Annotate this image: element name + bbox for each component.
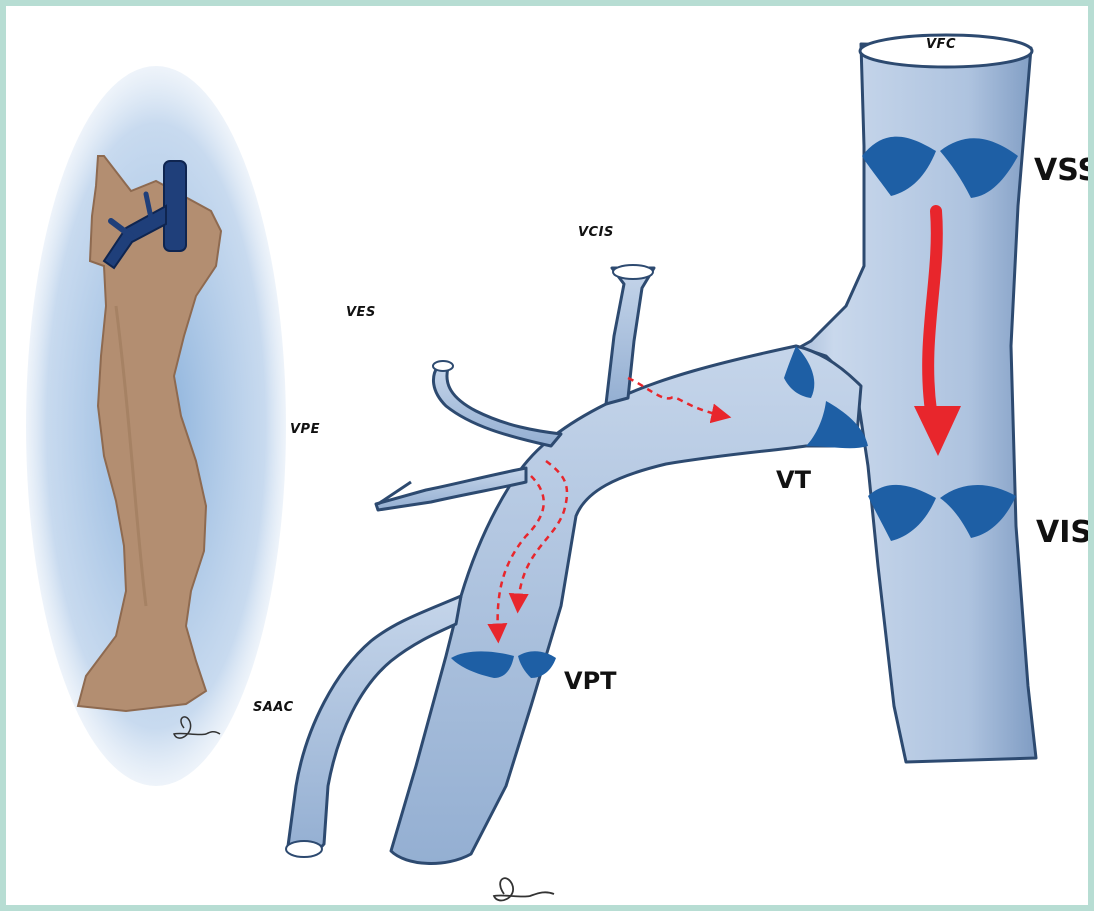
label-ves: VES [346, 306, 376, 319]
label-vis: VIS [1036, 518, 1092, 548]
branch-ves [433, 366, 561, 446]
label-vt: VT [776, 468, 811, 492]
leg-illustration [26, 66, 286, 786]
label-vss: VSS [1034, 156, 1094, 186]
label-vcis: VCIS [578, 226, 614, 239]
label-saac: SAAC [253, 701, 294, 714]
vein-diagram [6, 6, 1094, 911]
label-vpe: VPE [290, 423, 320, 436]
branch-vcis [606, 268, 654, 404]
saphenous-trunk [391, 346, 861, 863]
signature-icon-2 [494, 878, 554, 900]
saphenous-vein [286, 265, 868, 900]
label-vpt: VPT [564, 669, 617, 693]
label-vfc: VFC [926, 38, 956, 51]
